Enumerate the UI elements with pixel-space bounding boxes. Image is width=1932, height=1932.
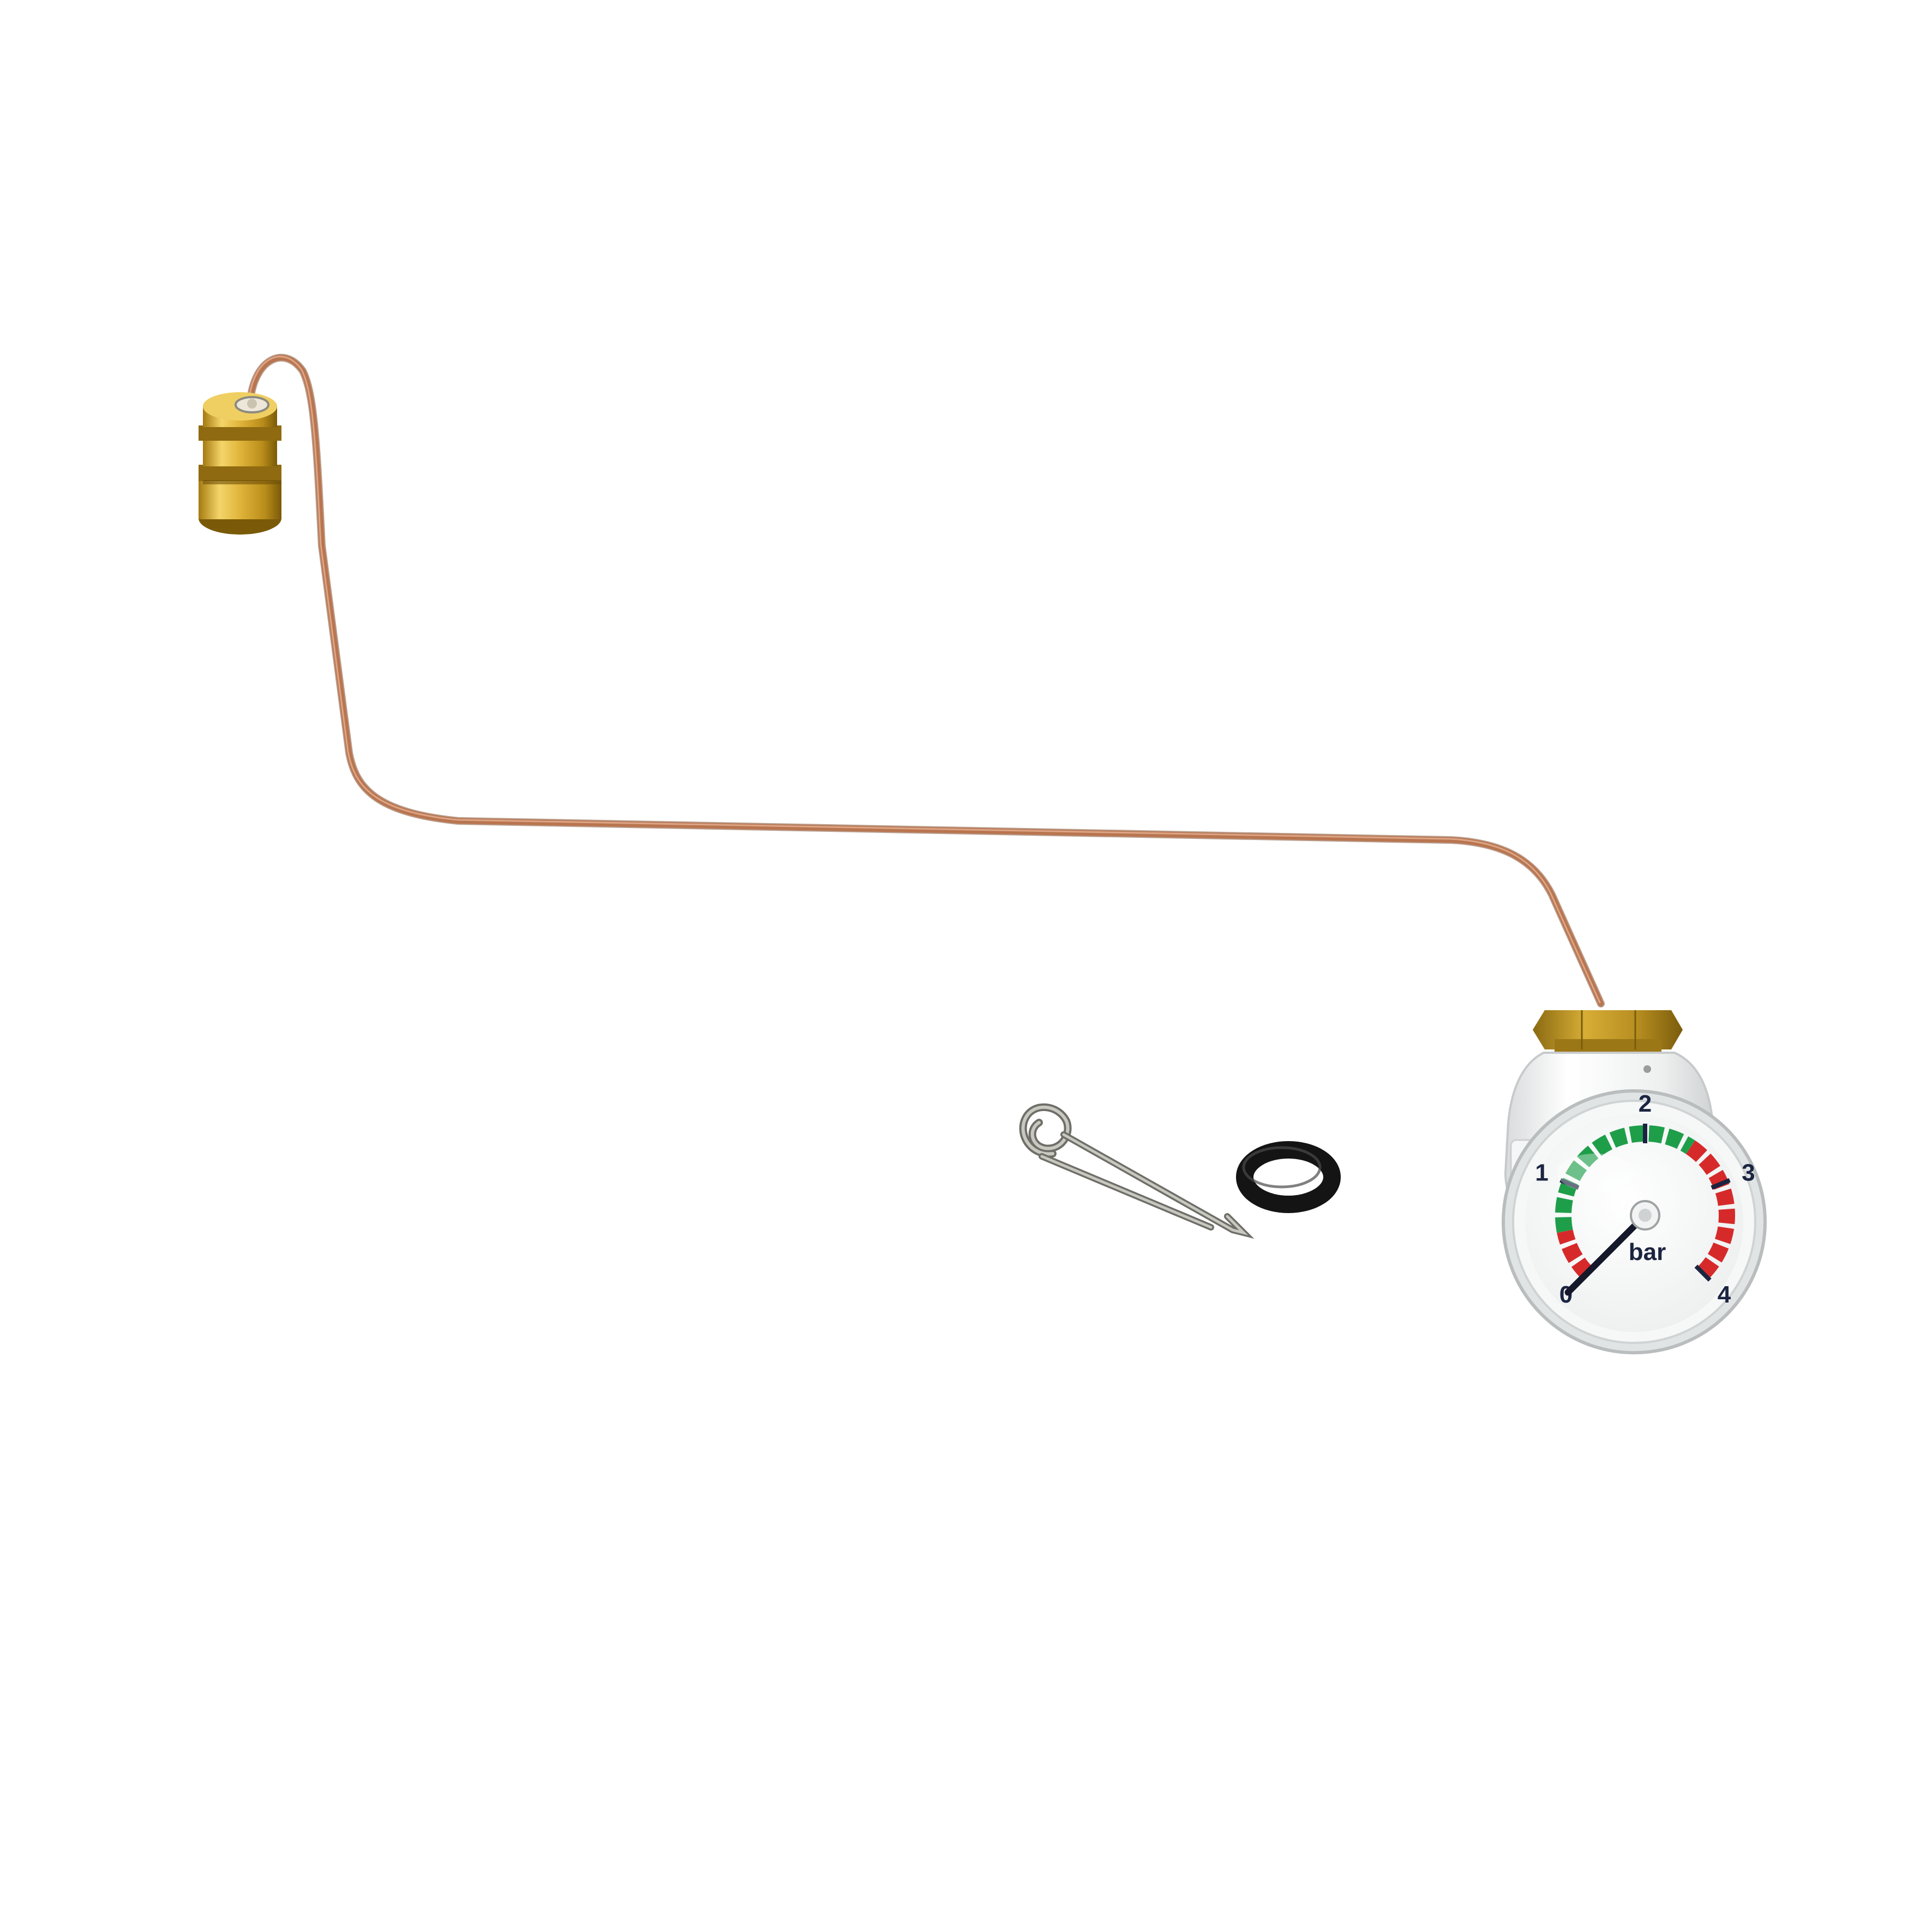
gauge-unit-label: bar xyxy=(1629,1239,1666,1265)
gauge-tick-1 xyxy=(1559,1178,1580,1190)
spring-clip-icon xyxy=(1019,1103,1255,1239)
hex-nut xyxy=(1533,1010,1683,1054)
brass-quick-connector-icon xyxy=(199,392,281,535)
gauge-scale-label-3: 3 xyxy=(1742,1160,1755,1186)
gauge-scale-label-1: 1 xyxy=(1535,1160,1548,1186)
gauge-scale-label-4: 4 xyxy=(1718,1281,1731,1308)
gauge-scale-label-2: 2 xyxy=(1639,1090,1652,1117)
pressure-gauge: 01234 bar xyxy=(1502,1010,1767,1354)
gauge-color-arcs xyxy=(1555,1125,1735,1279)
gauge-zone-arc-0 xyxy=(1557,1229,1593,1279)
gauge-tick-4 xyxy=(1694,1264,1712,1282)
gauge-zone-arc-2 xyxy=(1685,1140,1735,1279)
gauge-zone-arc-1 xyxy=(1555,1125,1695,1233)
gauge-tick-3 xyxy=(1711,1178,1731,1190)
o-ring-icon xyxy=(1236,1141,1341,1213)
copper-capillary-tube xyxy=(246,353,1605,1007)
gauge-scale-labels: 01234 xyxy=(1535,1090,1755,1308)
gauge-needle xyxy=(1564,1212,1648,1296)
